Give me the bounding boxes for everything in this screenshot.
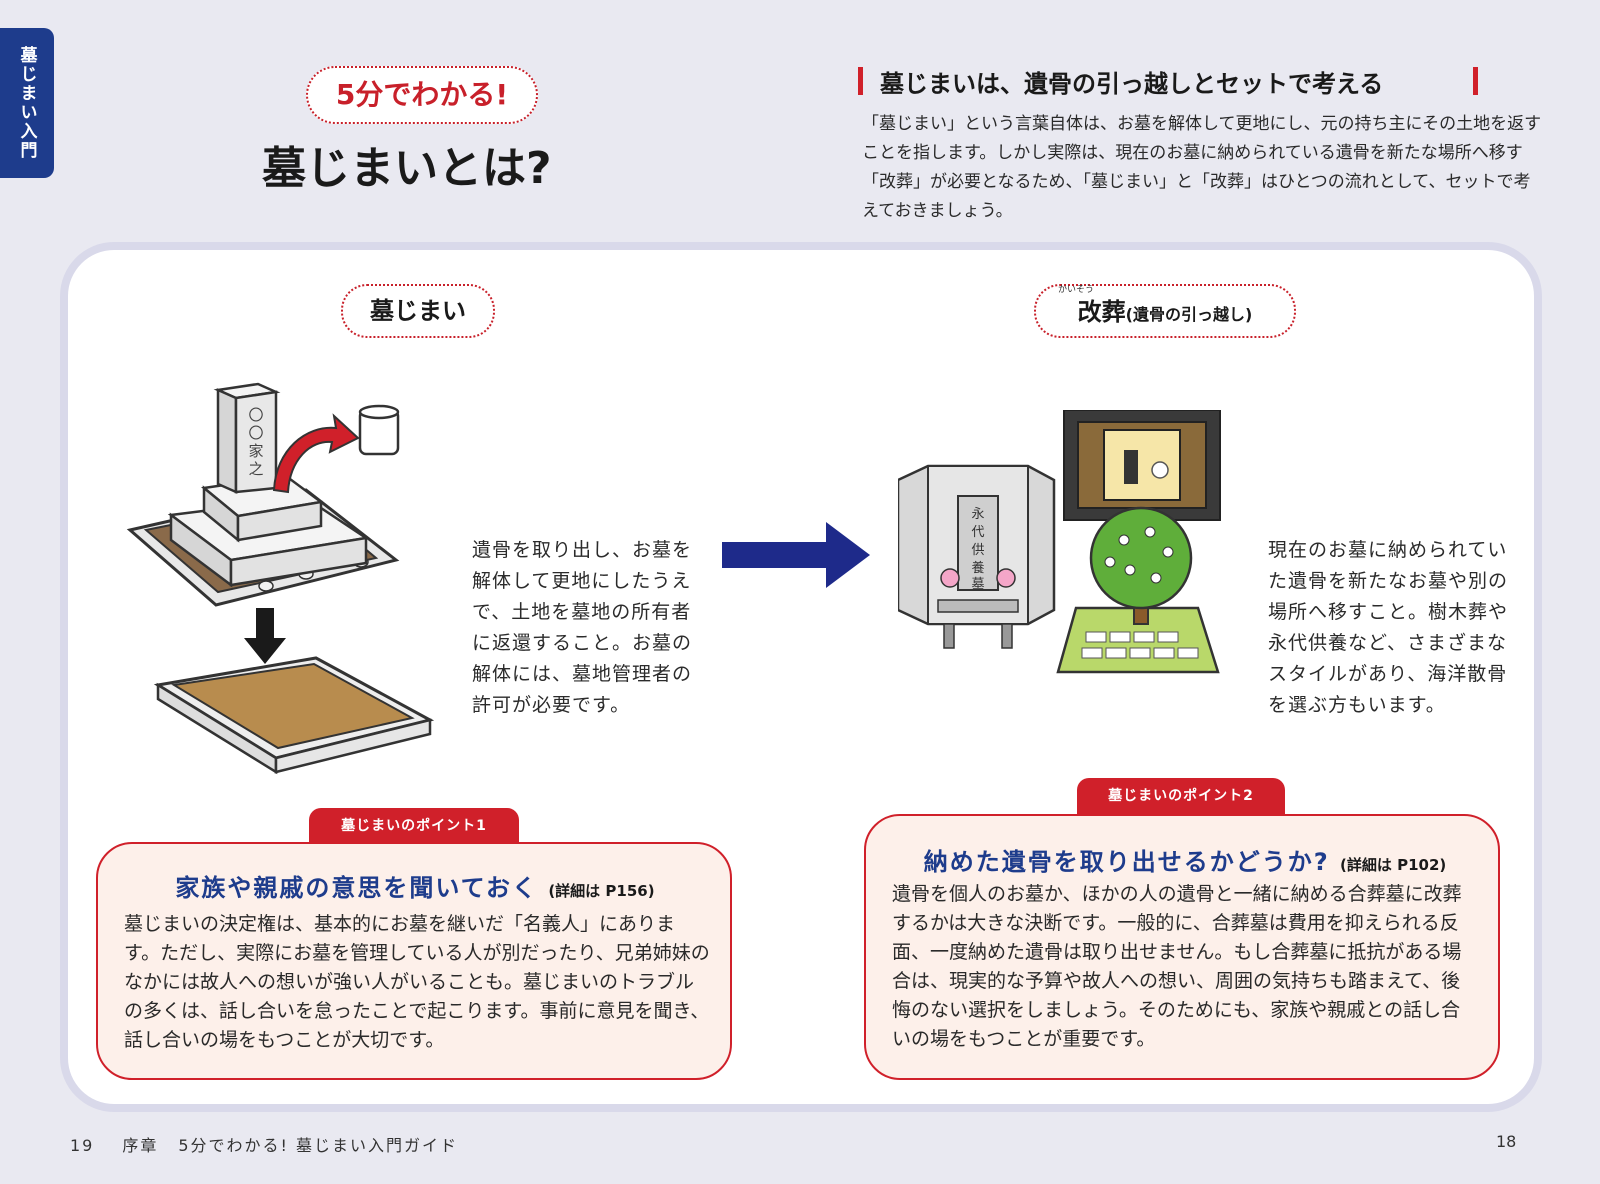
svg-text:之: 之	[248, 460, 263, 478]
chapter-label: 序章	[122, 1136, 159, 1155]
svg-text:〇: 〇	[248, 406, 263, 424]
side-tab: 墓じまい入門	[0, 28, 54, 178]
point-1-title: 家族や親戚の意思を聞いておく	[175, 874, 538, 902]
point-2-body: 遺骨を個人のお墓か、ほかの人の遺骨と一緒に納める合葬墓に改葬するかは大きな決断で…	[892, 883, 1462, 1050]
point-1-box	[96, 842, 732, 1080]
point-1-body: 墓じまいの決定権は、基本的にお墓を継いだ「名義人」にあります。ただし、実際にお墓…	[124, 913, 710, 1051]
label-kaisou-main: 改葬	[1077, 298, 1126, 326]
intro-paragraph: 「墓じまい」という言葉自体は、お墓を解体して更地にし、元の持ち主にその土地を返す…	[862, 114, 1542, 221]
point-2-title: 納めた遺骨を取り出せるかどうか?	[923, 848, 1330, 876]
svg-text:永: 永	[971, 507, 984, 522]
description-hakajimai: 遺骨を取り出し、お墓を解体して更地にしたうえで、土地を墓地の所有者に返還すること…	[472, 539, 693, 716]
svg-text:代: 代	[971, 525, 984, 540]
point-2-box	[864, 814, 1500, 1080]
reburial-illustrations: 永 代 供 養 墓	[898, 410, 1221, 674]
point-1-detail: (詳細は P156)	[548, 882, 655, 900]
svg-text:家: 家	[248, 442, 263, 460]
point-1-heading: 家族や親戚の意思を聞いておく (詳細は P156)	[120, 868, 710, 903]
point-2-detail: (詳細は P102)	[1340, 856, 1447, 874]
svg-text:〇: 〇	[248, 424, 263, 442]
grave-illustration: 〇 〇 家 之	[126, 382, 435, 775]
page-number-left: 19	[70, 1136, 95, 1155]
svg-text:養: 養	[971, 560, 984, 576]
label-hakajimai: 墓じまい	[341, 284, 495, 338]
intro-badge: 5分でわかる!	[306, 66, 538, 124]
label-kaisou-sub: (遺骨の引っ越し)	[1125, 305, 1253, 324]
point-1-tag: 墓じまいのポイント1	[309, 808, 519, 846]
ruby-kaisou: かいそう	[1058, 285, 1095, 295]
flow-arrow-icon	[722, 522, 870, 588]
guide-title: 5分でわかる! 墓じまい入門ガイド	[178, 1136, 459, 1155]
page-title: 墓じまいとは?	[262, 143, 552, 194]
point-2-heading: 納めた遺骨を取り出せるかどうか? (詳細は P102)	[890, 842, 1480, 877]
point-2-tag: 墓じまいのポイント2	[1077, 778, 1285, 816]
svg-text:墓: 墓	[971, 577, 984, 592]
footer-left: 19 序章 5分でわかる! 墓じまい入門ガイド	[70, 1132, 458, 1156]
section-heading: 墓じまいは、遺骨の引っ越しとセットで考える	[858, 64, 1478, 99]
label-kaisou: 改葬(遺骨の引っ越し)	[1034, 284, 1296, 338]
svg-text:供: 供	[971, 543, 984, 558]
page-number-right: 18	[1496, 1132, 1517, 1151]
description-kaisou: 現在のお墓に納められていた遺骨を新たなお墓や別の場所へ移すこと。樹木葬や永代供養…	[1268, 539, 1509, 716]
